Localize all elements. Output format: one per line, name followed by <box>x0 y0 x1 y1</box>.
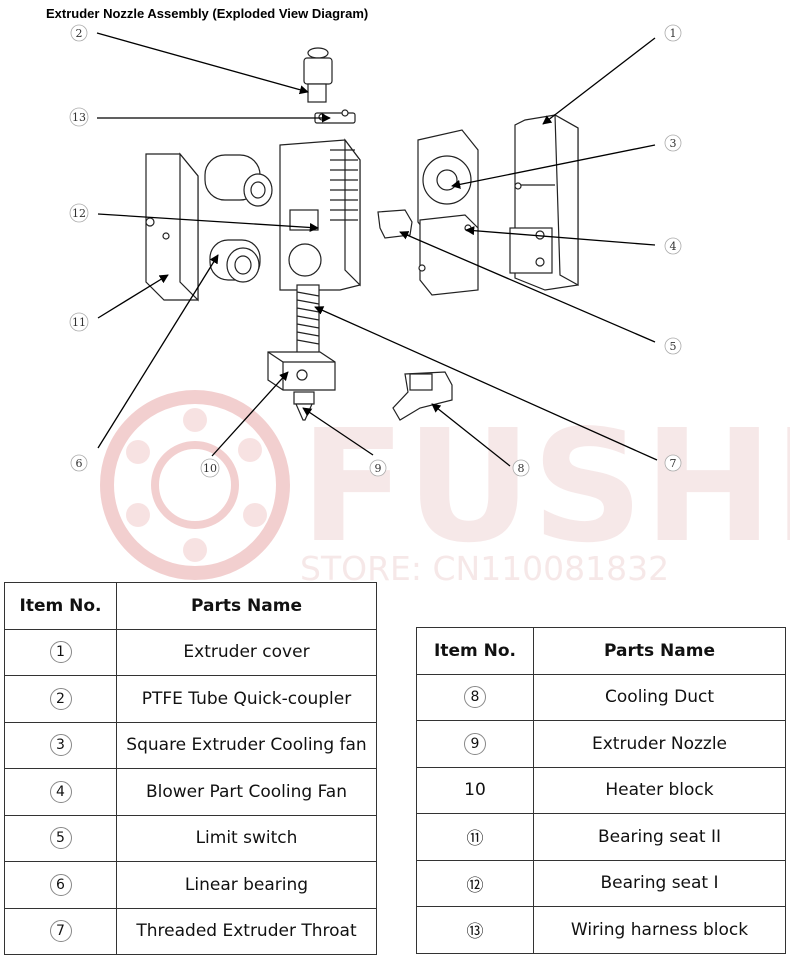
limit-switch-part <box>377 209 413 239</box>
part-name: Blower Part Cooling Fan <box>116 768 377 816</box>
table-row: 8 Cooling Duct <box>416 673 786 721</box>
table-row: 10 Heater block <box>416 766 786 814</box>
extruder-cover-part <box>509 113 579 291</box>
header-item-no: Item No. <box>4 582 117 630</box>
part-name: Square Extruder Cooling fan <box>116 721 377 769</box>
callout-10: 10 <box>200 458 220 478</box>
item-number: ⑪ <box>466 829 484 850</box>
part-name: Bearing seat I <box>533 859 786 907</box>
table-row: 3 Square Extruder Cooling fan <box>4 721 377 769</box>
part-name: Cooling Duct <box>533 673 786 721</box>
table-row: 1 Extruder cover <box>4 628 377 676</box>
svg-text:6: 6 <box>76 457 83 470</box>
callout-3: 3 <box>664 134 682 152</box>
item-number: ⑬ <box>466 922 484 943</box>
svg-text:12: 12 <box>72 207 86 220</box>
table-row: 4 Blower Part Cooling Fan <box>4 768 377 816</box>
callout-9: 9 <box>369 459 387 477</box>
part-name: Bearing seat II <box>533 813 786 861</box>
callout-5: 5 <box>664 337 682 355</box>
callout-7: 7 <box>664 454 682 472</box>
table-row: 6 Linear bearing <box>4 861 377 909</box>
parts-table-left: Item No. Parts Name 1 Extruder cover 2 P… <box>4 582 377 955</box>
ptfe-coupler-part <box>303 47 333 103</box>
svg-text:5: 5 <box>670 340 677 353</box>
part-name: Threaded Extruder Throat <box>116 907 377 955</box>
part-name: Limit switch <box>116 814 377 862</box>
svg-text:8: 8 <box>518 462 525 475</box>
part-name: Extruder Nozzle <box>533 720 786 768</box>
svg-text:1: 1 <box>670 27 677 40</box>
item-number: 10 <box>464 780 486 801</box>
cooling-duct-part <box>392 371 453 421</box>
item-number: 8 <box>464 686 486 709</box>
item-number: 1 <box>49 641 72 664</box>
callout-11: 11 <box>69 312 89 332</box>
callout-12: 12 <box>69 203 89 223</box>
part-name: Linear bearing <box>116 861 377 909</box>
item-number: 5 <box>49 827 72 850</box>
table-header-row: Item No. Parts Name <box>416 627 786 675</box>
table-header-row: Item No. Parts Name <box>4 582 377 630</box>
callout-13: 13 <box>69 107 89 127</box>
item-number: 3 <box>49 734 72 757</box>
svg-text:13: 13 <box>72 111 86 124</box>
svg-text:2: 2 <box>76 27 83 40</box>
bearing-seat-1-part <box>279 138 361 291</box>
part-name: Wiring harness block <box>533 906 786 954</box>
callout-4: 4 <box>664 237 682 255</box>
table-row: 5 Limit switch <box>4 814 377 862</box>
wiring-harness-part <box>314 109 356 124</box>
watermark-brand: FUSHI <box>300 396 790 577</box>
diagram-title: Extruder Nozzle Assembly (Exploded View … <box>46 6 369 21</box>
table-row: ⑬ Wiring harness block <box>416 906 786 954</box>
heater-block-part <box>267 351 336 391</box>
item-number: 6 <box>49 873 72 896</box>
watermark: FUSHI STORE: CN110081832 <box>100 390 790 588</box>
item-number: 2 <box>49 687 72 710</box>
table-row: 7 Threaded Extruder Throat <box>4 907 377 955</box>
watermark-bearing-logo <box>100 390 290 580</box>
threaded-throat-part <box>296 284 320 354</box>
callout-1: 1 <box>664 24 682 42</box>
callout-2: 2 <box>70 24 88 42</box>
part-name: PTFE Tube Quick-coupler <box>116 675 377 723</box>
svg-text:9: 9 <box>375 462 382 475</box>
item-number: 4 <box>49 780 72 803</box>
item-number: ⑫ <box>466 875 484 896</box>
part-name: Heater block <box>533 766 786 814</box>
callout-8: 8 <box>512 459 530 477</box>
table-row: 9 Extruder Nozzle <box>416 720 786 768</box>
parts-table-right: Item No. Parts Name 8 Cooling Duct 9 Ext… <box>416 627 786 954</box>
table-row: ⑫ Bearing seat I <box>416 859 786 907</box>
item-number: 7 <box>49 920 72 943</box>
table-row: 2 PTFE Tube Quick-coupler <box>4 675 377 723</box>
table-row: ⑪ Bearing seat II <box>416 813 786 861</box>
svg-text:3: 3 <box>670 137 677 150</box>
svg-text:4: 4 <box>670 240 677 253</box>
svg-text:10: 10 <box>203 462 217 475</box>
callout-labels: 1 2 3 4 5 6 7 8 9 10 11 12 13 <box>69 24 682 478</box>
header-parts-name: Parts Name <box>533 627 786 675</box>
svg-text:11: 11 <box>72 316 86 329</box>
item-number: 9 <box>464 732 486 755</box>
watermark-store: STORE: CN110081832 <box>300 549 669 588</box>
part-name: Extruder cover <box>116 628 377 676</box>
svg-text:7: 7 <box>670 457 677 470</box>
header-item-no: Item No. <box>416 627 534 675</box>
parts-illustration <box>145 47 579 421</box>
linear-bearing-part <box>204 154 273 283</box>
header-parts-name: Parts Name <box>116 582 377 630</box>
bearing-seat-2-part <box>145 152 199 302</box>
callout-6: 6 <box>70 454 88 472</box>
leader-lines <box>96 32 658 467</box>
square-fan-part <box>417 129 479 296</box>
